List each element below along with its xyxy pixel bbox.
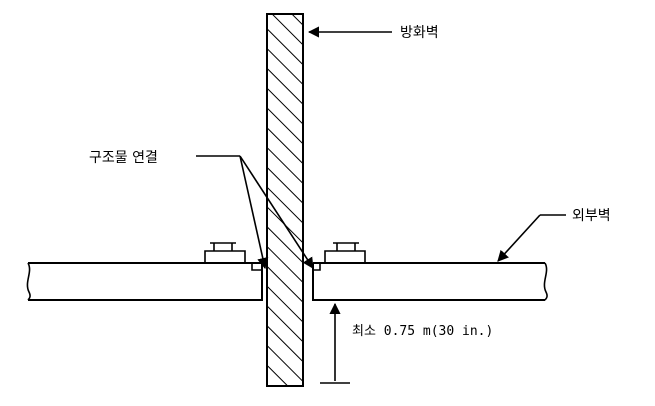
right-connection-bracket — [313, 242, 366, 271]
left-exterior-slab — [26, 262, 263, 301]
firewall-wall — [266, 13, 304, 387]
exterior-wall-label: 외부벽 — [572, 208, 611, 224]
structural-connection-leaders — [196, 155, 314, 270]
minimum-distance-label: 최소 0.75 m(30 in.) — [352, 324, 493, 339]
structural-connection-label: 구조물 연결 — [89, 150, 158, 166]
minimum-distance-dimension — [320, 302, 350, 384]
right-exterior-slab — [312, 262, 548, 301]
left-connection-bracket — [204, 242, 262, 271]
exterior-wall-leader — [497, 214, 566, 262]
firewall-label: 방화벽 — [400, 25, 439, 41]
